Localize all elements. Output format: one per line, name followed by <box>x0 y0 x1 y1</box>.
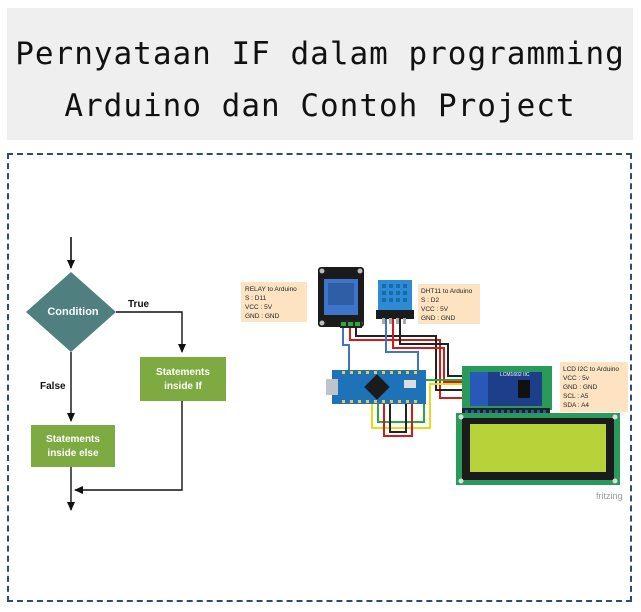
title-line-1: Pernyataan IF dalam programming <box>15 36 625 72</box>
dht-note: DHT11 to Arduino S : D2 VCC : 5V GND : G… <box>418 284 480 324</box>
relay-note-line-1: RELAY to Arduino <box>245 286 297 293</box>
if-statements-box <box>140 357 226 401</box>
relay-note-line-4: GND : GND <box>245 313 280 320</box>
else-box-line-2: inside else <box>47 448 99 459</box>
lcd-screen <box>470 424 606 472</box>
content-frame <box>7 153 632 602</box>
title-banner: Pernyataan IF dalam programming Arduino … <box>7 8 633 140</box>
false-label: False <box>40 381 66 392</box>
relay-note-line-3: VCC : 5V <box>245 304 273 311</box>
lcd-note-line-1: LCD I2C to Arduino <box>563 366 619 373</box>
merge-arrow <box>74 401 183 494</box>
dht11-sensor <box>376 280 414 324</box>
arduino-nano-board <box>326 370 426 404</box>
relay-note: RELAY to Arduino S : D11 VCC : 5V GND : … <box>241 282 307 322</box>
dht-note-line-1: DHT11 to Arduino <box>421 288 473 295</box>
lcd-note-line-2: VCC : 5v <box>563 375 590 382</box>
flowchart: Condition True False Statements inside I… <box>26 237 226 511</box>
condition-label: Condition <box>47 306 99 318</box>
title-line-2: Arduino dan Contoh Project <box>64 88 576 124</box>
lcd-module-label: LCM1602 IIC <box>500 372 530 378</box>
relay-module <box>318 267 364 328</box>
true-arrow <box>116 311 186 353</box>
if-box-line-1: Statements <box>156 367 210 378</box>
lcd-note: LCD I2C to Arduino VCC : 5v GND : GND SC… <box>560 362 628 412</box>
else-statements-box <box>31 425 115 467</box>
lcd-note-line-5: SDA : A4 <box>563 402 589 409</box>
dht-note-line-3: VCC : 5V <box>421 306 449 313</box>
else-box-line-1: Statements <box>46 434 100 445</box>
if-box-line-2: inside If <box>164 381 202 392</box>
wires <box>342 318 462 437</box>
true-label: True <box>128 299 150 310</box>
dht-note-line-4: GND : GND <box>421 315 456 322</box>
dht-note-line-2: S : D2 <box>421 297 439 304</box>
condition-diamond <box>26 272 116 352</box>
relay-note-line-2: S : D11 <box>245 295 267 302</box>
lcd-note-line-3: GND : GND <box>563 384 598 391</box>
fritzing-watermark: fritzing <box>596 491 623 501</box>
lcd-note-line-4: SCL : A5 <box>563 393 589 400</box>
circuit-diagram: LCM1602 IIC RELAY to Arduino S : D11 VCC… <box>241 267 628 501</box>
lcd-i2c-module: LCM1602 IIC <box>456 366 620 485</box>
